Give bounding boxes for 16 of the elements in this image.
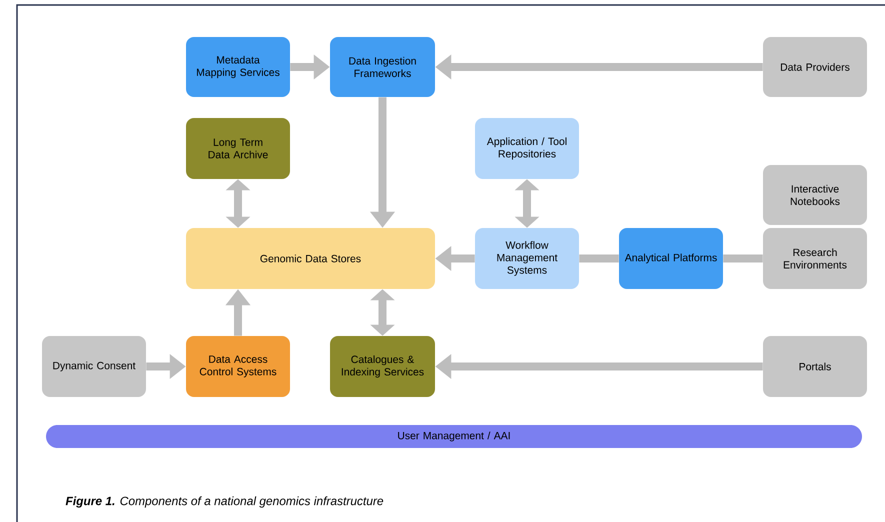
- service-box: Workflow Management Systems: [475, 228, 579, 289]
- access-box: Data Access Control Systems: [186, 336, 290, 397]
- service-box: Metadata Mapping Services: [186, 37, 290, 97]
- store-box: Genomic Data Stores: [186, 228, 435, 289]
- source-box: Dynamic Consent: [42, 336, 146, 397]
- catalogue-box: Catalogues & Indexing Services: [330, 336, 435, 397]
- service-box: Application / Tool Repositories: [475, 118, 579, 179]
- source-box: Research Environments: [763, 228, 867, 289]
- source-box: Data Providers: [763, 37, 867, 97]
- source-box: Interactive Notebooks: [763, 165, 867, 225]
- service-box: Data Ingestion Frameworks: [330, 37, 435, 97]
- figure-caption: Figure 1. Components of a national genomics infrastructure: [66, 496, 384, 508]
- source-box: Portals: [763, 336, 867, 397]
- platform-box: Analytical Platforms: [619, 228, 723, 289]
- management-bar: User Management / AAI: [46, 425, 862, 448]
- archive-box: Long Term Data Archive: [186, 118, 290, 179]
